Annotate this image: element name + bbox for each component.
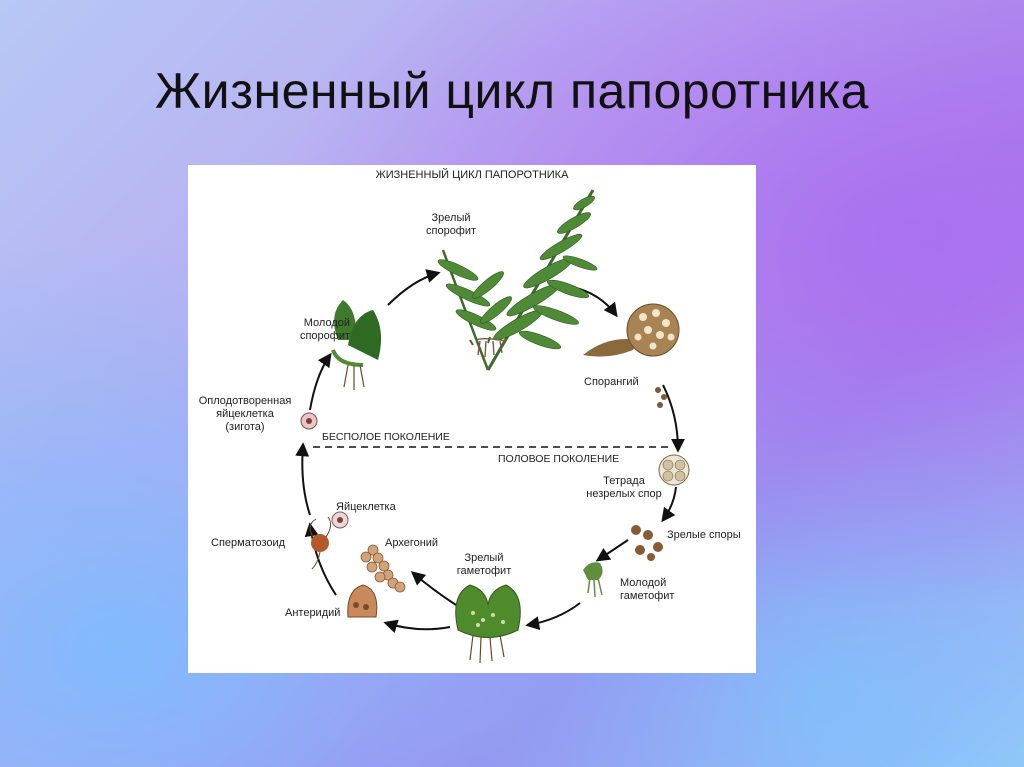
label-sexual-generation: ПОЛОВОЕ ПОКОЛЕНИЕ: [498, 453, 620, 465]
label-asexual-generation: БЕСПОЛОЕ ПОКОЛЕНИЕ: [322, 431, 450, 443]
arrow-zygote-to-young-sporophyte: [309, 352, 332, 411]
figure-title: ЖИЗНЕННЫЙ ЦИКЛ ПАПОРОТНИКА: [375, 169, 569, 181]
arrow-sporangium-to-tetrad: [662, 384, 685, 453]
arrow-gametophyte-to-archegonium: [410, 571, 457, 606]
arrow-spores-to-young-gametophyte: [595, 539, 629, 562]
spermatozoid-illustration: [309, 516, 332, 570]
label-tetrad: Тетрада незрелых спор: [586, 475, 662, 500]
arrow-tetrad-to-spores: [661, 486, 677, 523]
mature-spores-illustration: [631, 525, 663, 561]
label-sporangium: Спорангий: [584, 376, 639, 388]
slide-title: Жизненный цикл папоротника: [154, 63, 869, 119]
label-archegonium: Архегоний: [385, 537, 439, 549]
archegonium-illustration: [360, 544, 406, 593]
egg-cell-illustration: [331, 511, 349, 529]
young-sporophyte-illustration: [331, 300, 382, 390]
label-mature-gametophyte: Зрелый гаметофит: [456, 552, 512, 577]
tetrad-illustration: [658, 454, 690, 486]
mature-sporophyte-illustration: [437, 189, 598, 371]
label-spermatozoid: Сперматозоид: [211, 537, 286, 549]
label-mature-spores: Зрелые споры: [667, 529, 741, 541]
label-antheridium: Антеридий: [285, 607, 341, 619]
antheridium-illustration: [347, 584, 378, 618]
arrow-young-to-mature-sporophyte: [387, 269, 441, 306]
label-zygote: Оплодотворенная яйцеклетка (зигота): [198, 395, 292, 433]
label-young-sporophyte: Молодой спорофит: [299, 317, 350, 342]
arrow-zygote-path: [295, 442, 311, 516]
label-egg-cell: Яйцеклетка: [336, 501, 396, 513]
sporangium-illustration: [583, 303, 680, 408]
diagram-graphics: [295, 189, 690, 664]
label-mature-sporophyte: Зрелый спорофит: [426, 212, 477, 237]
arrow-young-to-mature-gametophyte: [525, 602, 581, 631]
label-young-gametophyte: Молодой гаметофит: [620, 577, 675, 602]
mature-gametophyte-illustration: [455, 584, 521, 664]
zygote-illustration: [300, 412, 318, 430]
young-gametophyte-illustration: [583, 562, 603, 598]
fern-life-cycle-diagram: ЖИЗНЕННЫЙ ЦИКЛ ПАПОРОТНИКА Зрелый спороф…: [188, 165, 756, 673]
arrow-gametophyte-to-antheridium: [383, 619, 451, 634]
